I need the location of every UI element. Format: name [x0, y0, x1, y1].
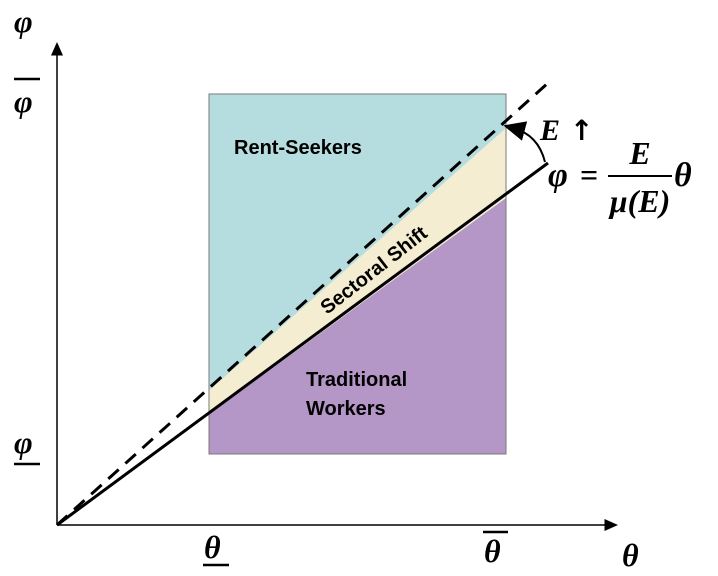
up-arrow-icon: ↑ [570, 114, 593, 147]
equation-lhs: φ [548, 157, 568, 194]
phi-upper-tick-label: φ [14, 83, 33, 119]
equation-denominator: μ(E) [608, 183, 670, 219]
sectoral-shift-region [209, 128, 506, 415]
shift-variable-label: E [539, 114, 560, 147]
x-axis-symbol: θ [622, 537, 639, 573]
region-box-outline [208, 93, 507, 455]
phi-lower-tick-label: φ [14, 424, 33, 460]
traditional-workers-region [209, 198, 506, 454]
equation-multiplier: θ [674, 157, 692, 194]
equation-numerator: E [628, 135, 650, 171]
traditional-workers-label-line2: Workers [306, 398, 386, 420]
traditional-workers-label-line1: Traditional [306, 369, 407, 391]
theta-lower-tick-label: θ [204, 529, 221, 565]
y-axis-symbol: φ [14, 3, 33, 39]
theta-upper-tick-label: θ [484, 533, 501, 569]
original-threshold-line [56, 161, 549, 527]
shift-curve-arrow [503, 121, 546, 163]
shifted-threshold-dashed-line [55, 81, 550, 527]
rent-seekers-label: Rent-Seekers [234, 137, 362, 159]
equation-equals: = [580, 157, 598, 193]
